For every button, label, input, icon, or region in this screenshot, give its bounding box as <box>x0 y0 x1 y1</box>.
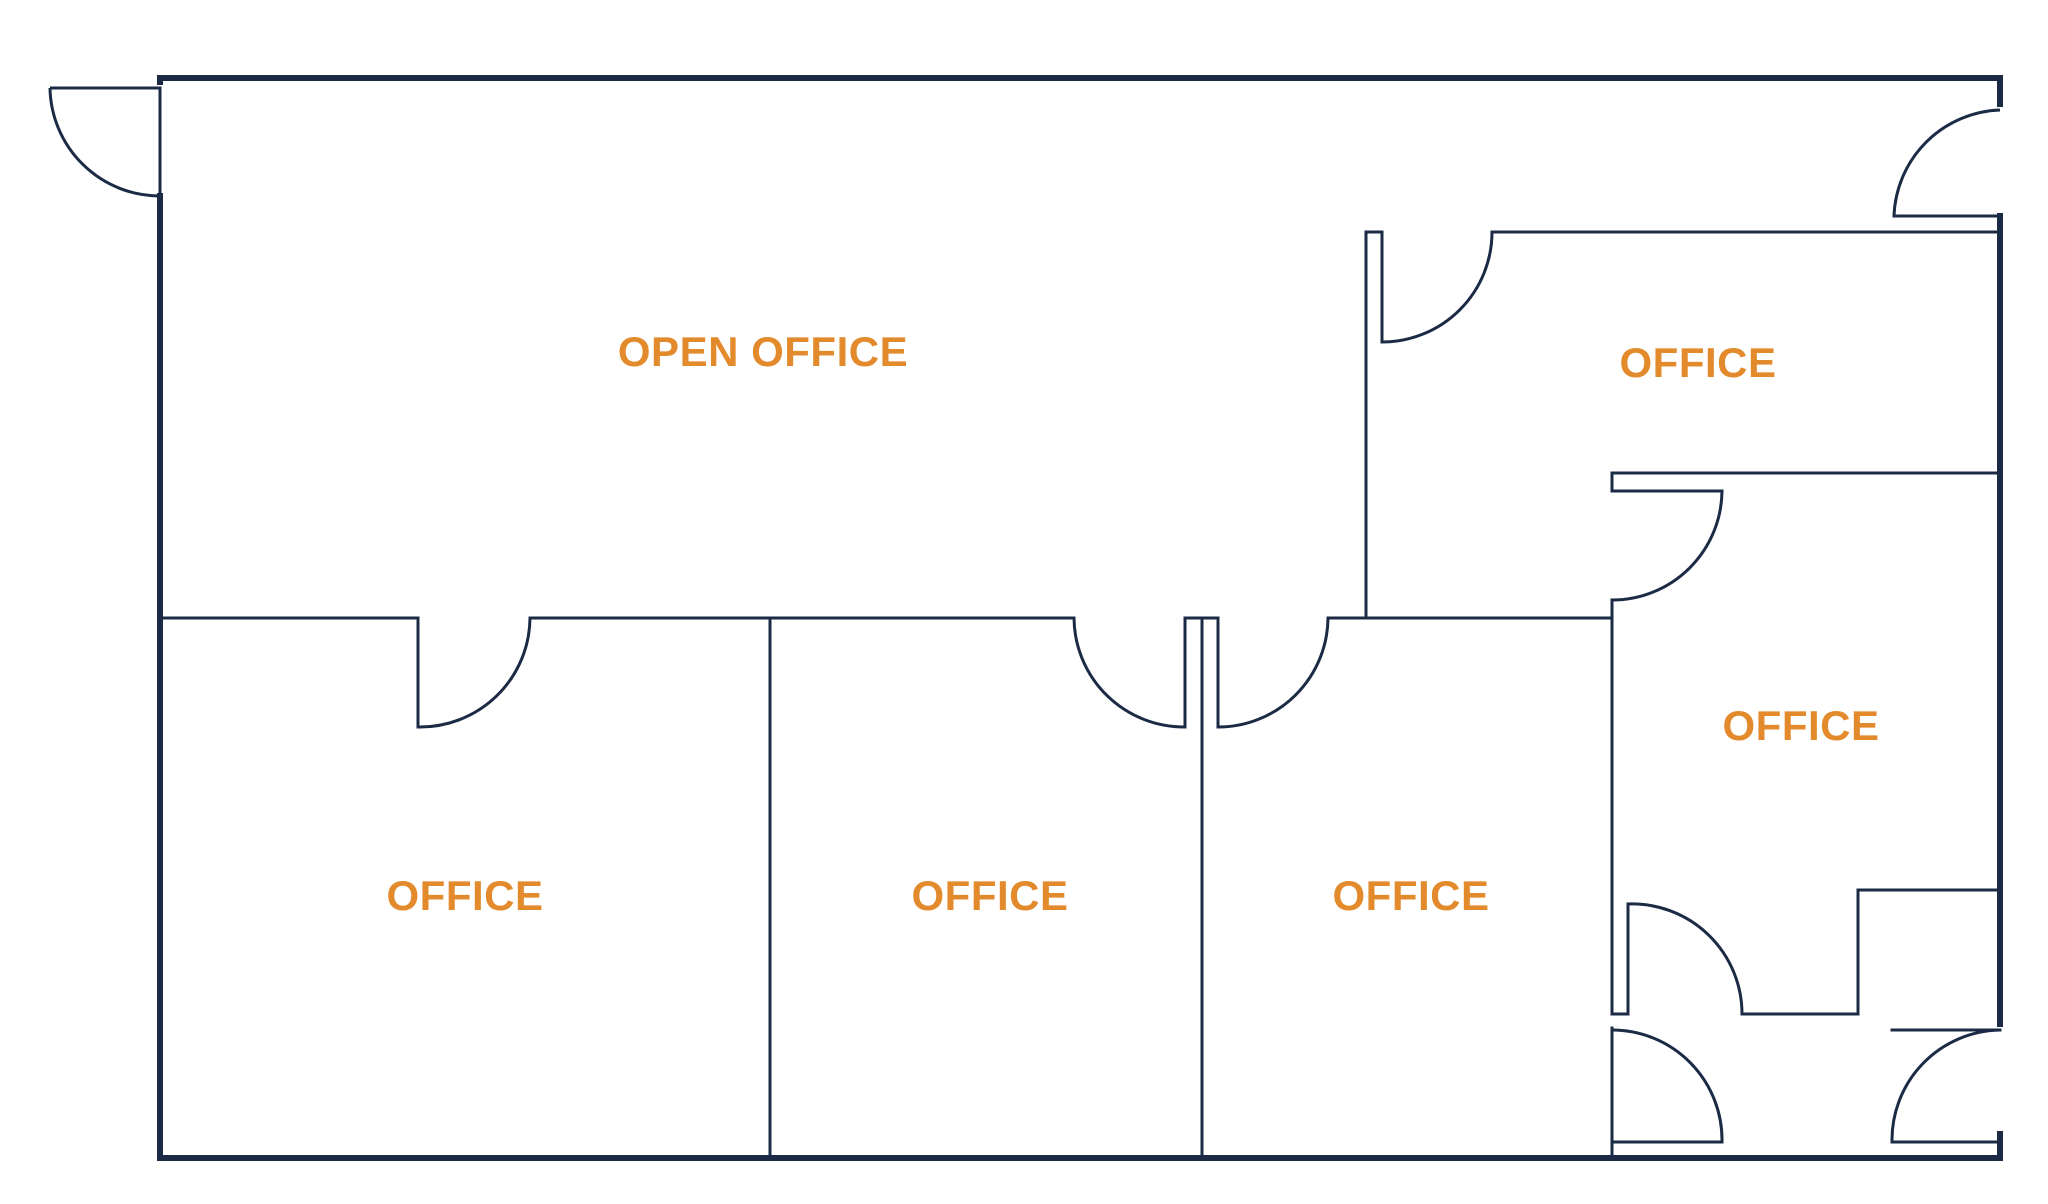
door-top-right-office-icon <box>1381 231 1494 344</box>
wall-pilaster <box>1183 616 1220 729</box>
interior-walls <box>158 230 2002 1160</box>
label-office-right: OFFICE <box>1723 702 1880 749</box>
wall-top <box>157 75 2003 107</box>
label-office-bottom-left: OFFICE <box>387 872 544 919</box>
exterior-walls <box>157 75 2003 1161</box>
door-bottom-center-office-icon <box>1072 617 1186 729</box>
door-lower-right-icon <box>1611 1028 1724 1143</box>
door-right-office-icon <box>1611 490 1724 602</box>
door-bottom-left-office-icon <box>417 617 532 729</box>
wall-top-right-office-left <box>1364 230 1384 620</box>
door-main-entrance-icon <box>48 86 162 198</box>
label-open-office: OPEN OFFICE <box>618 328 908 375</box>
door-restroom-icon <box>1627 902 1744 1015</box>
wall-open-office-bottom-1 <box>158 616 420 729</box>
room-labels: OPEN OFFICE OFFICE OFFICE OFFICE OFFICE … <box>387 328 1880 919</box>
label-office-bottom-center-right: OFFICE <box>1333 872 1490 919</box>
label-office-bottom-center: OFFICE <box>912 872 1069 919</box>
door-bottom-right-exterior-icon <box>1890 1028 2001 1143</box>
doors <box>48 86 2001 1143</box>
wall-bottom <box>157 1131 2003 1161</box>
label-office-top-right: OFFICE <box>1620 339 1777 386</box>
door-top-right-exterior-icon <box>1892 108 2001 218</box>
wall-restroom-partition <box>1740 888 2002 1016</box>
door-bottom-center-right-office-icon <box>1217 617 1330 729</box>
wall-right-office-left <box>1610 598 1630 1016</box>
wall-top-right-office-bottom <box>1610 471 2002 493</box>
